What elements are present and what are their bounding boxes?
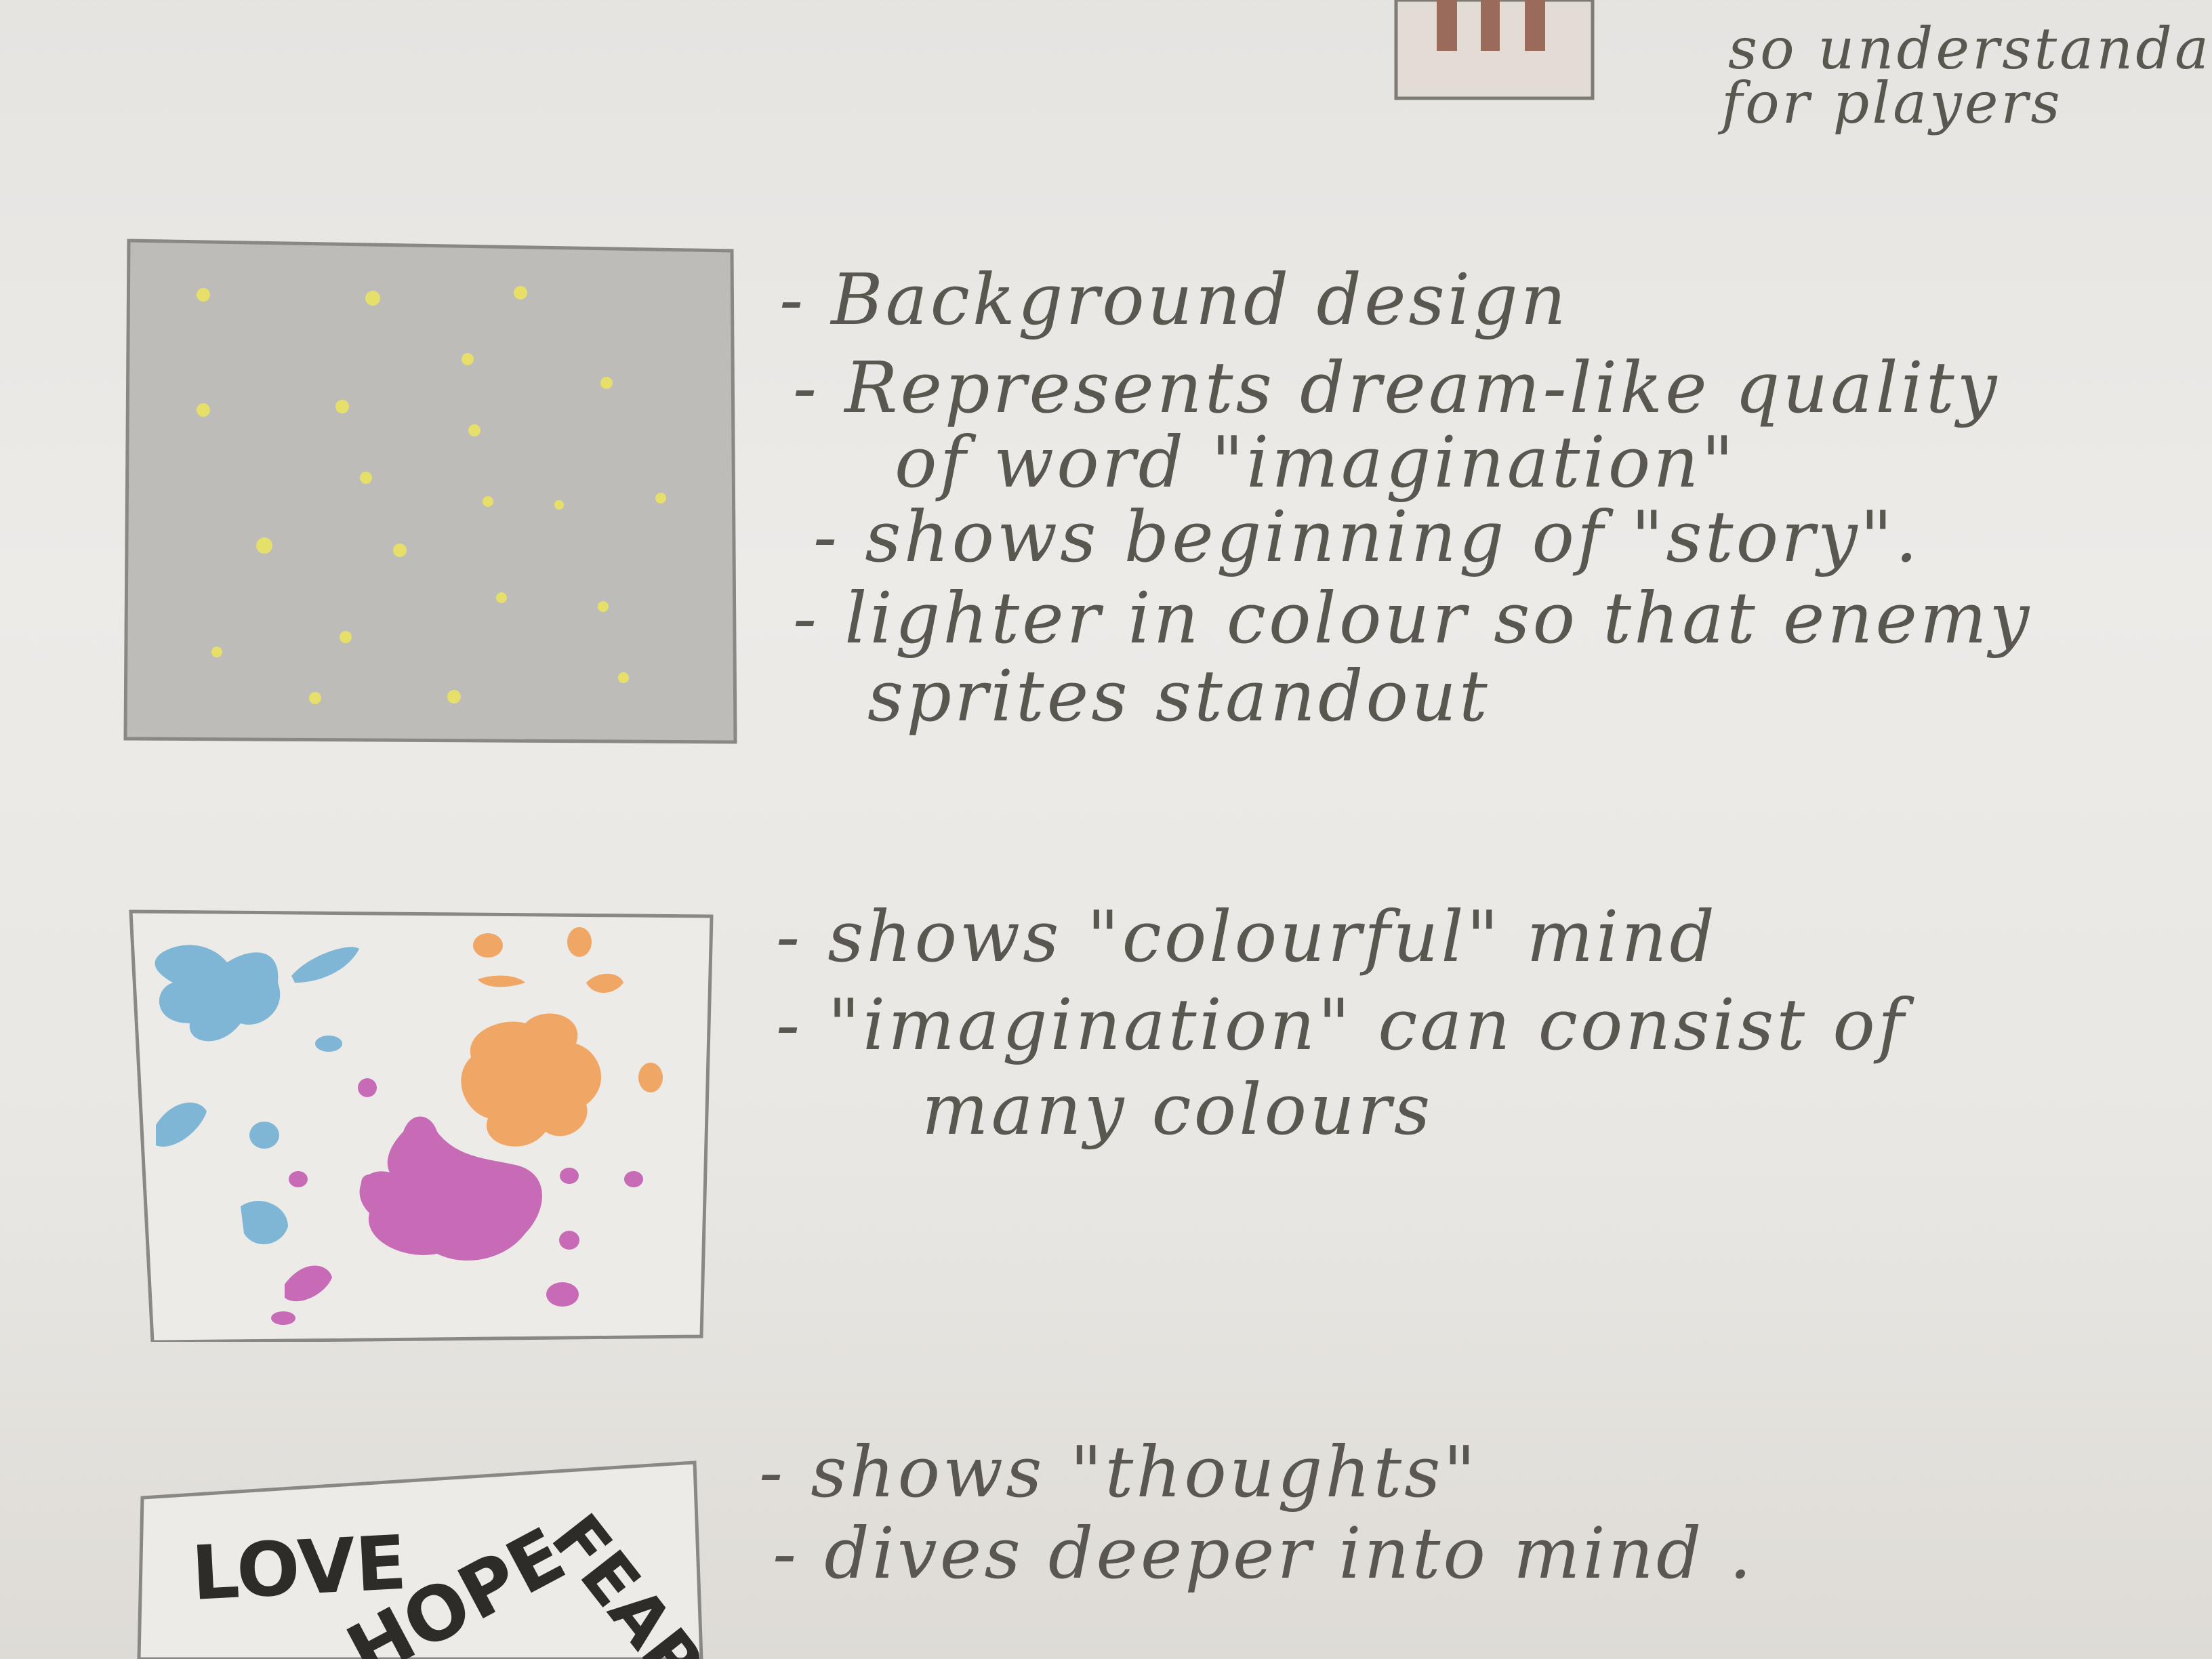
colourful-line-2: - "imagination" can consist of — [776, 983, 1907, 1066]
background-line-3: of word "imagination" — [895, 421, 1737, 504]
background-line-2: - Represents dream-like quality — [793, 346, 2000, 429]
background-line-6: sprites standout — [867, 655, 1490, 737]
top-note-line-2: for players — [1721, 70, 2063, 136]
thoughts-line-2: - dives deeper into mind . — [773, 1512, 1755, 1595]
top-brown-sketch — [1394, 0, 1595, 100]
thoughts-sketch: LOVE HOPE FEAR — [137, 1460, 705, 1659]
colourful-line-3: many colours — [922, 1068, 1433, 1151]
colourful-mind-sketch — [129, 909, 714, 1342]
top-note-line-1: so understandable — [1728, 16, 2212, 82]
background-design-sketch — [123, 239, 737, 744]
colourful-line-1: - shows "colourful" mind — [776, 895, 1717, 978]
background-line-5: - lighter in colour so that enemy — [793, 577, 2032, 659]
thoughts-line-1: - shows "thoughts" — [759, 1431, 1479, 1513]
background-line-4: - shows beginning of "story". — [813, 495, 1921, 578]
background-line-1: - Background design — [779, 258, 1569, 341]
box-word-love: LOVE — [190, 1519, 409, 1617]
